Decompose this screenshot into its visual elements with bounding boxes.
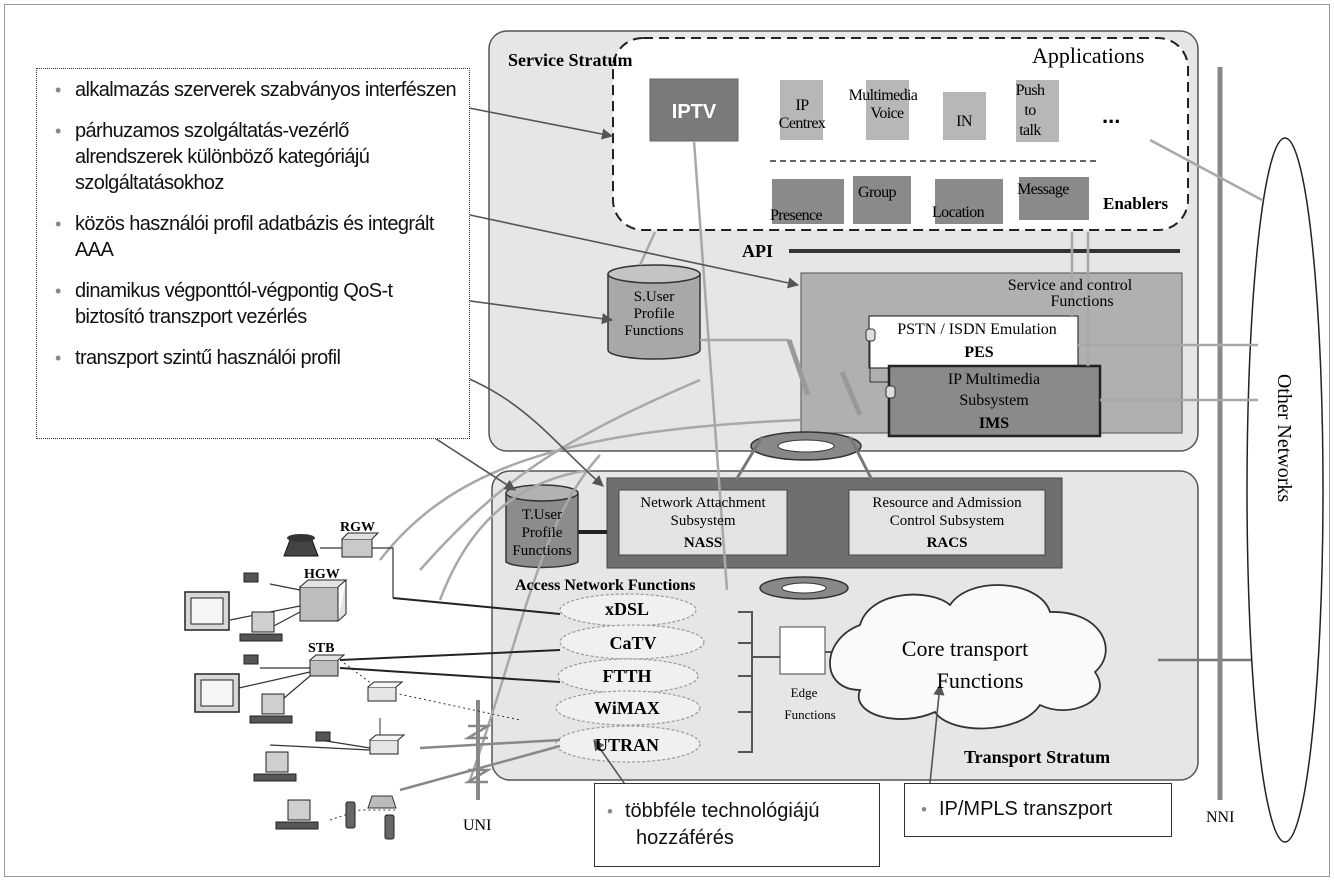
service-stratum-title: Service Stratum (508, 50, 632, 70)
hgw-label: HGW (304, 567, 340, 582)
service-control-line1: Service and control (1008, 277, 1133, 294)
app-push-to-talk-line3: talk (1019, 122, 1041, 139)
tv-icon (184, 591, 230, 631)
access-ring (759, 576, 849, 600)
iptv-block (649, 78, 739, 142)
nass-line1: Network Attachment (640, 495, 766, 511)
other-networks-ellipse (1246, 137, 1324, 843)
enablers-label: Enablers (1103, 194, 1169, 213)
tv-icon (194, 673, 240, 713)
uni-label: UNI (463, 817, 491, 834)
access-utran: UTRAN (595, 735, 659, 755)
pc-icon (239, 611, 283, 642)
access-catv: CaTV (609, 633, 656, 653)
racs-abbr: RACS (927, 535, 968, 551)
app-push-to-talk-line2: to (1024, 102, 1036, 119)
pes-label: PES (964, 344, 993, 361)
bullet-item: transzport szintű használói profil (53, 345, 461, 371)
t-user-profile-line1: T.User (522, 507, 562, 523)
access-network-label: Access Network Functions (515, 577, 695, 594)
stb-device (309, 654, 346, 677)
apps-ellipsis: ... (1102, 103, 1120, 128)
core-transport-line1: Core transport (902, 636, 1028, 661)
pc-icon (249, 693, 293, 724)
enabler-presence: Presence (770, 207, 823, 224)
racs-line2: Control Subsystem (890, 513, 1005, 529)
edge-line2: Functions (784, 707, 835, 722)
s-user-profile-db (607, 264, 701, 360)
t-user-profile-line3: Functions (512, 543, 571, 559)
nass-line2: Subsystem (670, 513, 735, 529)
features-box: alkalmazás szerverek szabványos interfés… (36, 68, 470, 439)
access-callout: • többféle technológiájú hozzáférés (594, 783, 880, 867)
access-cloud (555, 593, 705, 763)
app-ip-centrex-line1: IP (795, 97, 809, 114)
bullet-item: alkalmazás szerverek szabványos interfés… (53, 77, 461, 103)
s-user-profile-line1: S.User (634, 289, 674, 305)
phone-icon (283, 534, 319, 557)
nass-abbr: NASS (684, 535, 722, 551)
core-transport-line2: Functions (937, 668, 1024, 693)
applications-title: Applications (1032, 43, 1144, 68)
ims-line2: Subsystem (959, 392, 1029, 409)
enabler-location: Location (932, 204, 985, 221)
access-callout-line2: hozzáférés (636, 827, 734, 849)
nass-box (618, 489, 788, 556)
diagram-frame (4, 4, 1330, 877)
callout-bullet-icon: • (921, 800, 927, 819)
access-callout-line1: többféle technológiájú (624, 800, 820, 822)
pc-icon (253, 751, 297, 782)
t-user-profile-db (505, 484, 579, 569)
bullet-item: dinamikus végponttól-végpontig QoS-t biz… (53, 278, 461, 330)
edge-line1: Edge (791, 685, 818, 700)
phone-icon (243, 572, 331, 742)
app-in: IN (956, 113, 973, 130)
transport-callout-text: IP/MPLS transzport (938, 798, 1113, 820)
transport-callout: • IP/MPLS transzport (904, 783, 1172, 837)
other-networks-label: Other Networks (1273, 374, 1295, 503)
app-multimedia-voice-line2: Voice (870, 105, 904, 122)
pstn-label: PSTN / ISDN Emulation (897, 321, 1057, 338)
service-control-line2: Functions (1050, 293, 1113, 310)
access-wimax: WiMAX (594, 698, 660, 718)
s-user-profile-line3: Functions (624, 323, 683, 339)
pc-icon (275, 799, 319, 830)
rgw-label: RGW (340, 520, 375, 535)
edge-functions-box (779, 626, 826, 675)
api-label: API (742, 241, 773, 261)
access-ftth: FTTH (602, 666, 651, 686)
bullet-item: párhuzamos szolgáltatás-vezérlő alrendsz… (53, 118, 461, 196)
app-multimedia-voice-line1: Multimedia (849, 87, 918, 104)
callout-bullet-icon: • (607, 802, 613, 821)
s-user-profile-line2: Profile (634, 306, 675, 322)
t-user-profile-line2: Profile (522, 525, 563, 541)
racs-box (848, 489, 1046, 556)
app-iptv: IPTV (672, 101, 717, 123)
hgw-device (299, 579, 348, 622)
core-transport-cloud (829, 584, 1107, 730)
service-transport-ring (750, 431, 862, 461)
ims-line1: IP Multimedia (948, 371, 1040, 388)
enabler-message: Message (1017, 181, 1069, 198)
transport-stratum-title: Transport Stratum (964, 747, 1110, 767)
racs-line1: Resource and Admission (872, 495, 1022, 511)
bullet-item: közös használói profil adatbázis és inte… (53, 211, 461, 263)
ims-box (887, 364, 1102, 438)
access-xdsl: xDSL (605, 599, 649, 619)
nni-label: NNI (1206, 809, 1234, 826)
stb-label: STB (308, 641, 334, 656)
ims-abbr: IMS (979, 415, 1009, 432)
pes-box (868, 315, 1079, 369)
app-push-to-talk-line1: Push (1016, 82, 1045, 99)
mobile-icon (345, 801, 395, 840)
rgw-device (341, 532, 380, 558)
enabler-group: Group (858, 184, 896, 201)
app-ip-centrex-line2: Centrex (779, 115, 826, 132)
